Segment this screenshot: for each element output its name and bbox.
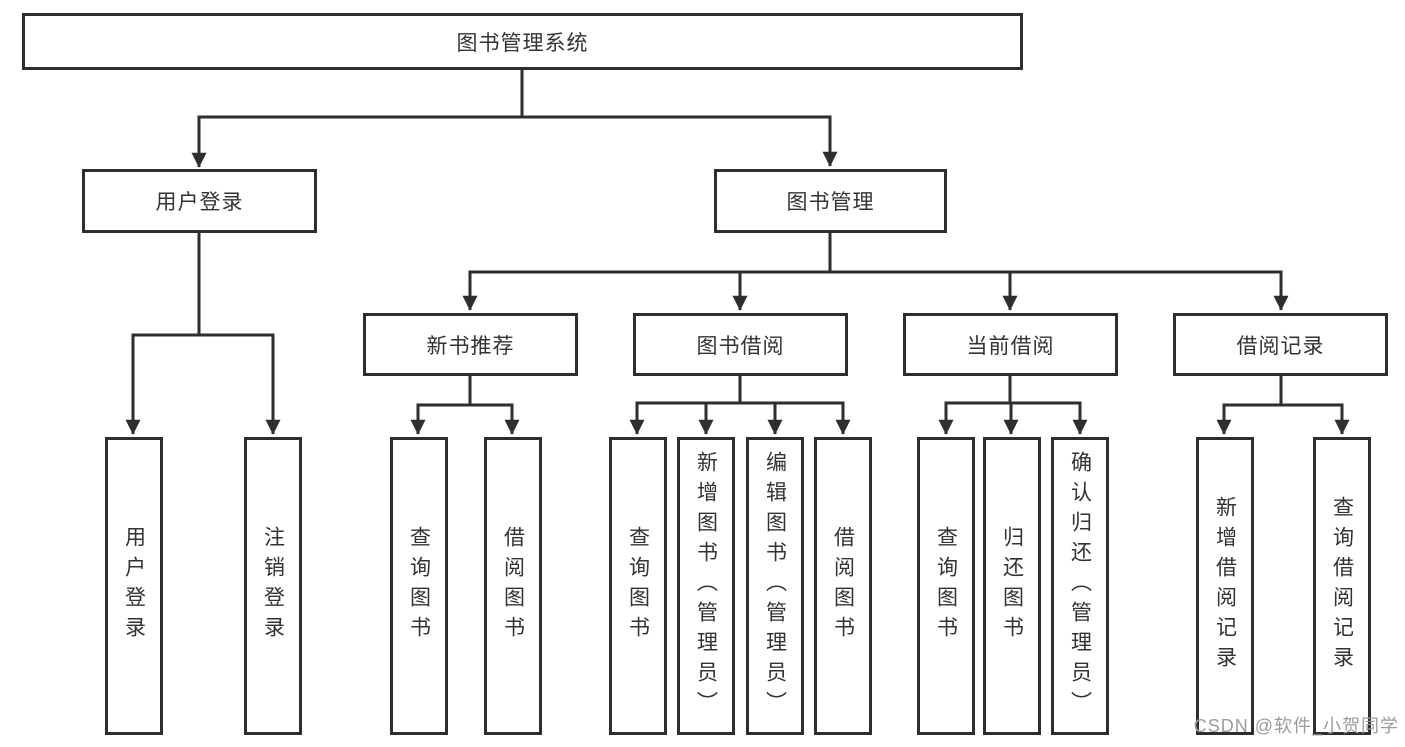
leaf-add-books-admin: 新增图书（管理员） (677, 437, 735, 735)
leaf-confirm-return-admin: 确认归还（管理员） (1051, 437, 1109, 735)
leaf-query-borrow-record-label: 查询借阅记录 (1330, 496, 1354, 676)
leaf-borrow-books-1: 借阅图书 (484, 437, 542, 735)
node-library-management-system: 图书管理系统 (22, 13, 1023, 70)
node-borrowing-records: 借阅记录 (1173, 313, 1388, 376)
leaf-logout-login-label: 注销登录 (261, 526, 285, 646)
node-current-borrowing: 当前借阅 (903, 313, 1118, 376)
leaf-borrow-books-2: 借阅图书 (814, 437, 872, 735)
leaf-borrow-books-2-label: 借阅图书 (831, 526, 855, 646)
leaf-add-borrow-record-label: 新增借阅记录 (1213, 496, 1237, 676)
leaf-query-books-1-label: 查询图书 (407, 526, 431, 646)
leaf-add-borrow-record: 新增借阅记录 (1196, 437, 1254, 735)
leaf-add-books-admin-label: 新增图书（管理员） (694, 451, 718, 721)
leaf-query-books-2: 查询图书 (609, 437, 667, 735)
node-new-book-recommendation: 新书推荐 (363, 313, 578, 376)
leaf-query-books-3-label: 查询图书 (934, 526, 958, 646)
leaf-query-books-3: 查询图书 (917, 437, 975, 735)
leaf-edit-books-admin-label: 编辑图书（管理员） (763, 451, 787, 721)
leaf-query-books-2-label: 查询图书 (626, 526, 650, 646)
leaf-logout-login: 注销登录 (244, 437, 302, 735)
leaf-user-login-label: 用户登录 (122, 526, 146, 646)
node-book-borrowing: 图书借阅 (633, 313, 848, 376)
leaf-edit-books-admin: 编辑图书（管理员） (746, 437, 804, 735)
leaf-query-books-1: 查询图书 (390, 437, 448, 735)
node-user-login: 用户登录 (82, 169, 317, 233)
leaf-borrow-books-1-label: 借阅图书 (501, 526, 525, 646)
leaf-query-borrow-record: 查询借阅记录 (1313, 437, 1371, 735)
leaf-confirm-return-admin-label: 确认归还（管理员） (1068, 451, 1092, 721)
leaf-return-books: 归还图书 (983, 437, 1041, 735)
leaf-return-books-label: 归还图书 (1000, 526, 1024, 646)
node-book-management: 图书管理 (714, 169, 947, 233)
leaf-user-login: 用户登录 (105, 437, 163, 735)
